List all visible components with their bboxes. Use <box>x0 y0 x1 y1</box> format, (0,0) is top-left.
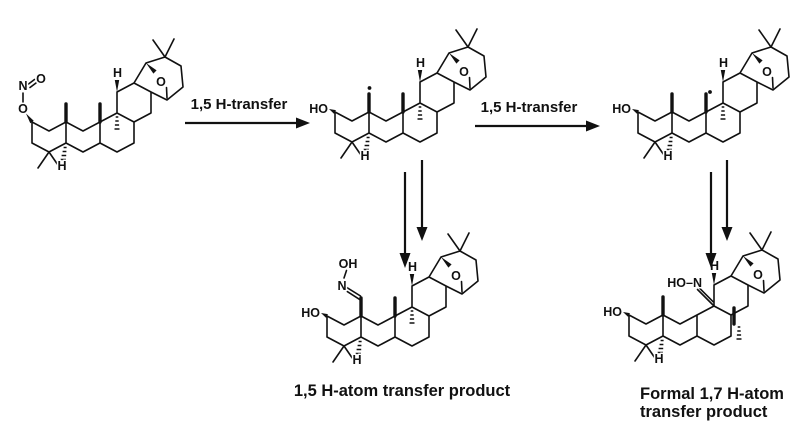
ring-skeleton <box>334 28 487 159</box>
ring-hydrogen-label: H <box>416 56 425 70</box>
nitrogen-label: N <box>18 79 27 93</box>
step1-arrow-label: 1,5 H-transfer <box>190 96 288 113</box>
hashed-methyl-bond <box>113 116 121 130</box>
ether-oxygen-label: O <box>451 269 461 283</box>
ether-oxygen-label: O <box>753 268 763 282</box>
hydroxylamino-label: HO–N <box>667 276 702 290</box>
ring-skeleton <box>326 232 479 363</box>
molecule-radical-intermediate-2: HO O H H <box>611 28 790 165</box>
arrowhead <box>296 117 310 129</box>
ether-oxygen-label: O <box>459 65 469 79</box>
c-n-double-bond <box>344 285 362 301</box>
hashed-methyl-bond <box>736 326 742 340</box>
arrowhead <box>399 253 411 268</box>
arrowhead <box>586 120 600 132</box>
ring-hydrogen-label: H <box>654 352 663 366</box>
ring-hydrogen-label: H <box>663 149 672 163</box>
double-down-arrow-right <box>705 160 733 268</box>
radical-dot <box>367 86 372 90</box>
hashed-methyl-bond <box>416 106 424 120</box>
product-17-caption: Formal 1,7 H-atom transfer product <box>640 385 800 421</box>
product-17-caption-line2: transfer product <box>640 403 768 421</box>
ring-hydrogen-label: H <box>57 159 66 173</box>
molecule-radical-intermediate-1: HO O H H <box>308 28 487 165</box>
ring-skeleton <box>31 38 184 169</box>
wedge-bond <box>26 113 34 124</box>
oxime-group: N OH <box>336 256 362 301</box>
hydroxyl-label: HO <box>301 306 320 320</box>
ring-hydrogen-label: H <box>408 260 417 274</box>
ring-skeleton <box>637 28 790 159</box>
step2-arrow-label: 1,5 H-transfer <box>480 99 578 116</box>
product-17-caption-line1: Formal 1,7 H-atom <box>640 385 784 403</box>
ring-hydrogen-label: H <box>719 56 728 70</box>
double-down-arrow-left <box>399 160 428 268</box>
nitroso-oxygen-label: O <box>36 72 46 86</box>
hashed-methyl-bond <box>408 310 416 324</box>
arrowhead <box>721 227 733 241</box>
n-o-bond <box>343 269 348 279</box>
c-n-double-bond <box>696 287 715 307</box>
hydroxyl-label: HO <box>603 305 622 319</box>
reaction-arrow-step1 <box>185 117 310 129</box>
nitrogen-label: N <box>337 279 346 293</box>
ether-oxygen-label: O <box>156 75 166 89</box>
ring-hydrogen-label: H <box>360 149 369 163</box>
molecule-nitrite-ester-start: O N O O H H <box>17 38 184 175</box>
ester-oxygen-label: O <box>18 102 28 116</box>
n-o-double-bond <box>27 78 37 89</box>
hashed-methyl-bond <box>719 106 727 120</box>
ether-oxygen-label: O <box>762 65 772 79</box>
ring-hydrogen-label: H <box>113 66 122 80</box>
oxime-hydroxyl-label: OH <box>339 257 358 271</box>
product-15-caption: 1,5 H-atom transfer product <box>293 382 511 400</box>
arrowhead <box>705 253 717 268</box>
nitrite-group: O N O <box>17 71 48 124</box>
molecule-product-17-oxime: HO HO–N O H H <box>602 231 781 368</box>
oxime-group: HO–N <box>666 275 715 307</box>
ring-hydrogen-label: H <box>352 353 361 367</box>
radical-dot <box>708 90 712 94</box>
hydroxyl-label: HO <box>309 102 328 116</box>
reaction-arrow-step2 <box>475 120 600 132</box>
hydroxyl-label: HO <box>612 102 631 116</box>
arrowhead <box>416 227 428 241</box>
molecule-product-15-oxime: HO N OH O H H <box>300 232 479 369</box>
